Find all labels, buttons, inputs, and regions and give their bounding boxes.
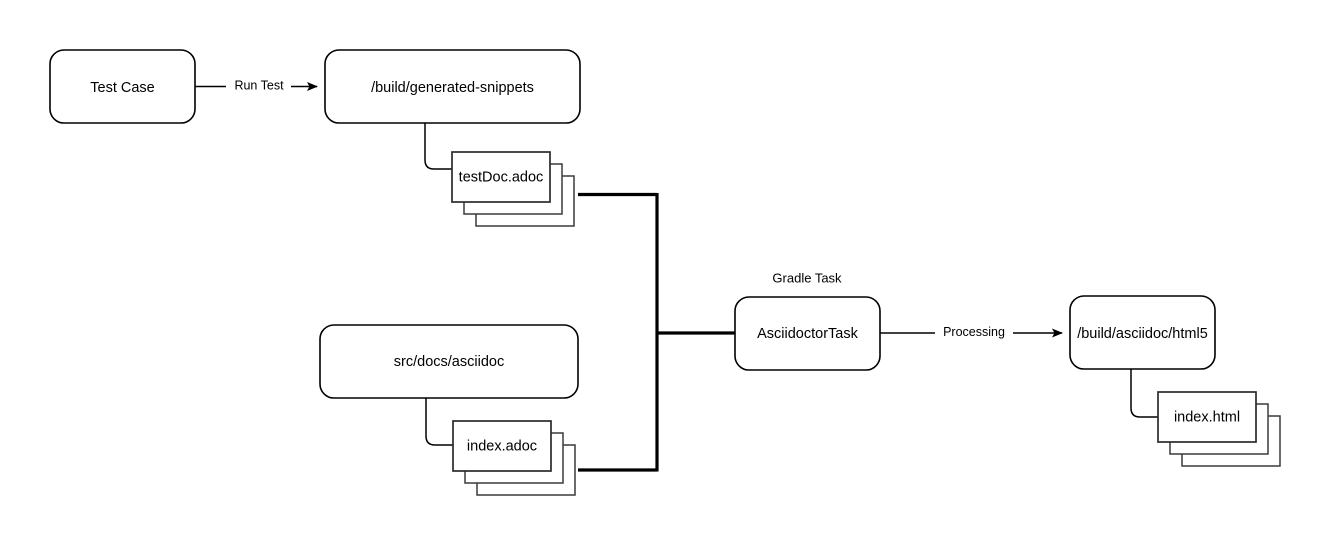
generated-snippets-box[interactable] — [324, 49, 581, 124]
asciidoctor-task-caption: Gradle Task — [772, 270, 842, 285]
edge-src-to-indexadoc — [425, 398, 453, 446]
asciidoctor-task-label: AsciidoctorTask — [757, 326, 858, 342]
doc-stack-indexadoc[interactable]: index.adoc — [452, 420, 576, 496]
node-html5-output[interactable]: /build/asciidoc/html5 — [1069, 295, 1216, 370]
indexhtml-card-label: index.html — [1174, 409, 1240, 425]
node-test-case[interactable]: Test Case — [49, 49, 196, 124]
edge-html5-to-indexhtml — [1130, 369, 1158, 418]
test-case-label: Test Case — [90, 80, 154, 96]
edge-run-test: Run Test — [195, 78, 318, 92]
src-docs-asciidoc-box[interactable] — [319, 324, 579, 399]
src-docs-asciidoc-label: src/docs/asciidoc — [394, 354, 504, 370]
html5-to-card-elbow — [1130, 369, 1158, 418]
html5-output-box[interactable] — [1069, 295, 1216, 370]
testdoc-card-front[interactable] — [451, 151, 551, 203]
indexadoc-card-front[interactable] — [452, 420, 552, 472]
html5-output-label: /build/asciidoc/html5 — [1077, 326, 1208, 342]
indexhtml-card-front[interactable] — [1157, 391, 1257, 443]
node-src-docs-asciidoc[interactable]: src/docs/asciidoc — [319, 324, 579, 399]
snippets-to-card-elbow — [424, 123, 452, 170]
node-asciidoctor-task[interactable]: Gradle Task AsciidoctorTask — [734, 270, 881, 371]
indexadoc-card-label: index.adoc — [467, 438, 537, 454]
edge-processing: Processing — [880, 325, 1063, 339]
testdoc-card-label: testDoc.adoc — [459, 169, 544, 185]
edge-snippets-to-testdoc — [424, 123, 452, 170]
generated-snippets-label: /build/generated-snippets — [371, 80, 534, 96]
node-generated-snippets[interactable]: /build/generated-snippets — [324, 49, 581, 124]
run-test-label: Run Test — [234, 78, 284, 92]
processing-label: Processing — [943, 325, 1005, 339]
src-to-card-elbow — [425, 398, 453, 446]
doc-stack-testdoc[interactable]: testDoc.adoc — [451, 151, 575, 227]
edge-merge-bus — [578, 192, 735, 472]
doc-stack-indexhtml[interactable]: index.html — [1157, 391, 1281, 467]
